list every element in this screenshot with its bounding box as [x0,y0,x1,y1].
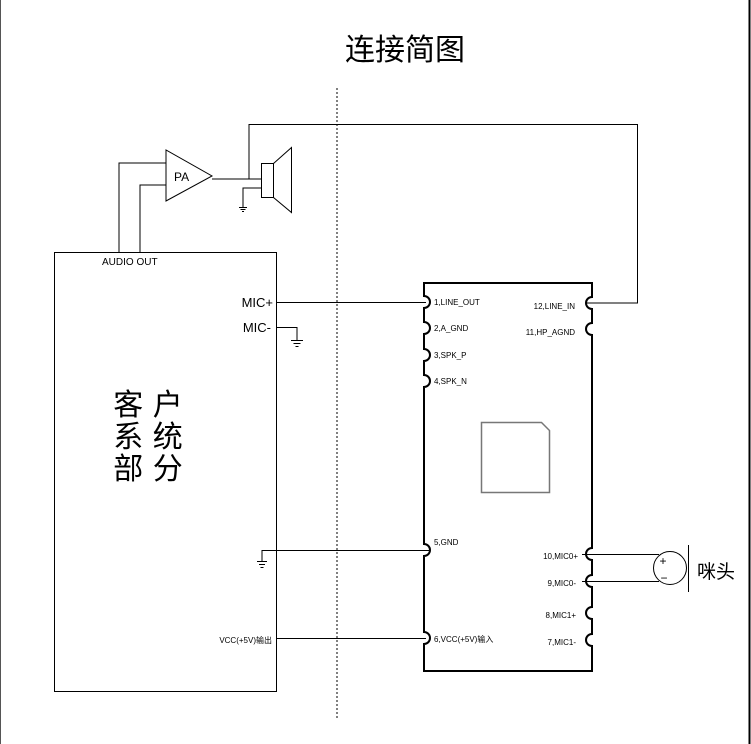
vcc-out-label: VCC(+5V)输出 [219,635,272,645]
pin-label-line-out: 1,LINE_OUT [434,298,480,307]
pin-label-hp-agnd: 11,HP_AGND [526,328,575,337]
pin-label-mic1-minus: 7,MIC1- [548,638,577,647]
ground-icon [239,207,247,212]
microphone-icon [653,545,689,592]
chip-icon [480,421,551,494]
customer-label-line-3: 部 分 [113,452,183,487]
speaker-icon [261,146,292,214]
audio-out-label: AUDIO OUT [102,257,158,268]
customer-label-line-1: 客 户 [113,388,183,423]
pin-label-vcc-in: 6,VCC(+5V)输入 [434,634,493,644]
pa-amplifier-triangle [165,149,214,202]
mic-minus-sign: − [660,571,667,585]
customer-system-block [54,252,277,692]
audio-out-wire-1 [118,162,166,252]
customer-label-line-2: 系 统 [113,420,183,455]
microphone-label: 咪头 [697,561,735,583]
mic-minus-label: MIC- [243,320,271,335]
pin-label-mic0-plus: 10,MIC0+ [543,552,578,561]
pin-label-spk-n: 4,SPK_N [434,377,467,386]
mic-plus-label: MIC+ [242,295,273,310]
pin-label-mic1-plus: 8,MIC1+ [546,611,577,620]
pa-label: PA [174,170,189,184]
pin-label-spk-p: 3,SPK_P [434,351,466,360]
page-title: 连接简图 [345,33,465,68]
audio-out-wire-2 [139,184,166,252]
pin-label-mic0-minus: 9,MIC0- [548,579,577,588]
line-in-wire [248,124,638,304]
ground-icon [291,340,303,347]
speaker-ground-wire [242,187,261,207]
mic-minus-wire [276,327,298,340]
pin-label-gnd: 5,GND [434,538,459,547]
gnd-wire [261,550,433,561]
mic-plus-sign: + [659,554,666,568]
pin-label-line-in: 12,LINE_IN [534,302,576,311]
ground-icon [257,561,267,568]
pin-label-a-gnd: 2,A_GND [434,324,468,333]
